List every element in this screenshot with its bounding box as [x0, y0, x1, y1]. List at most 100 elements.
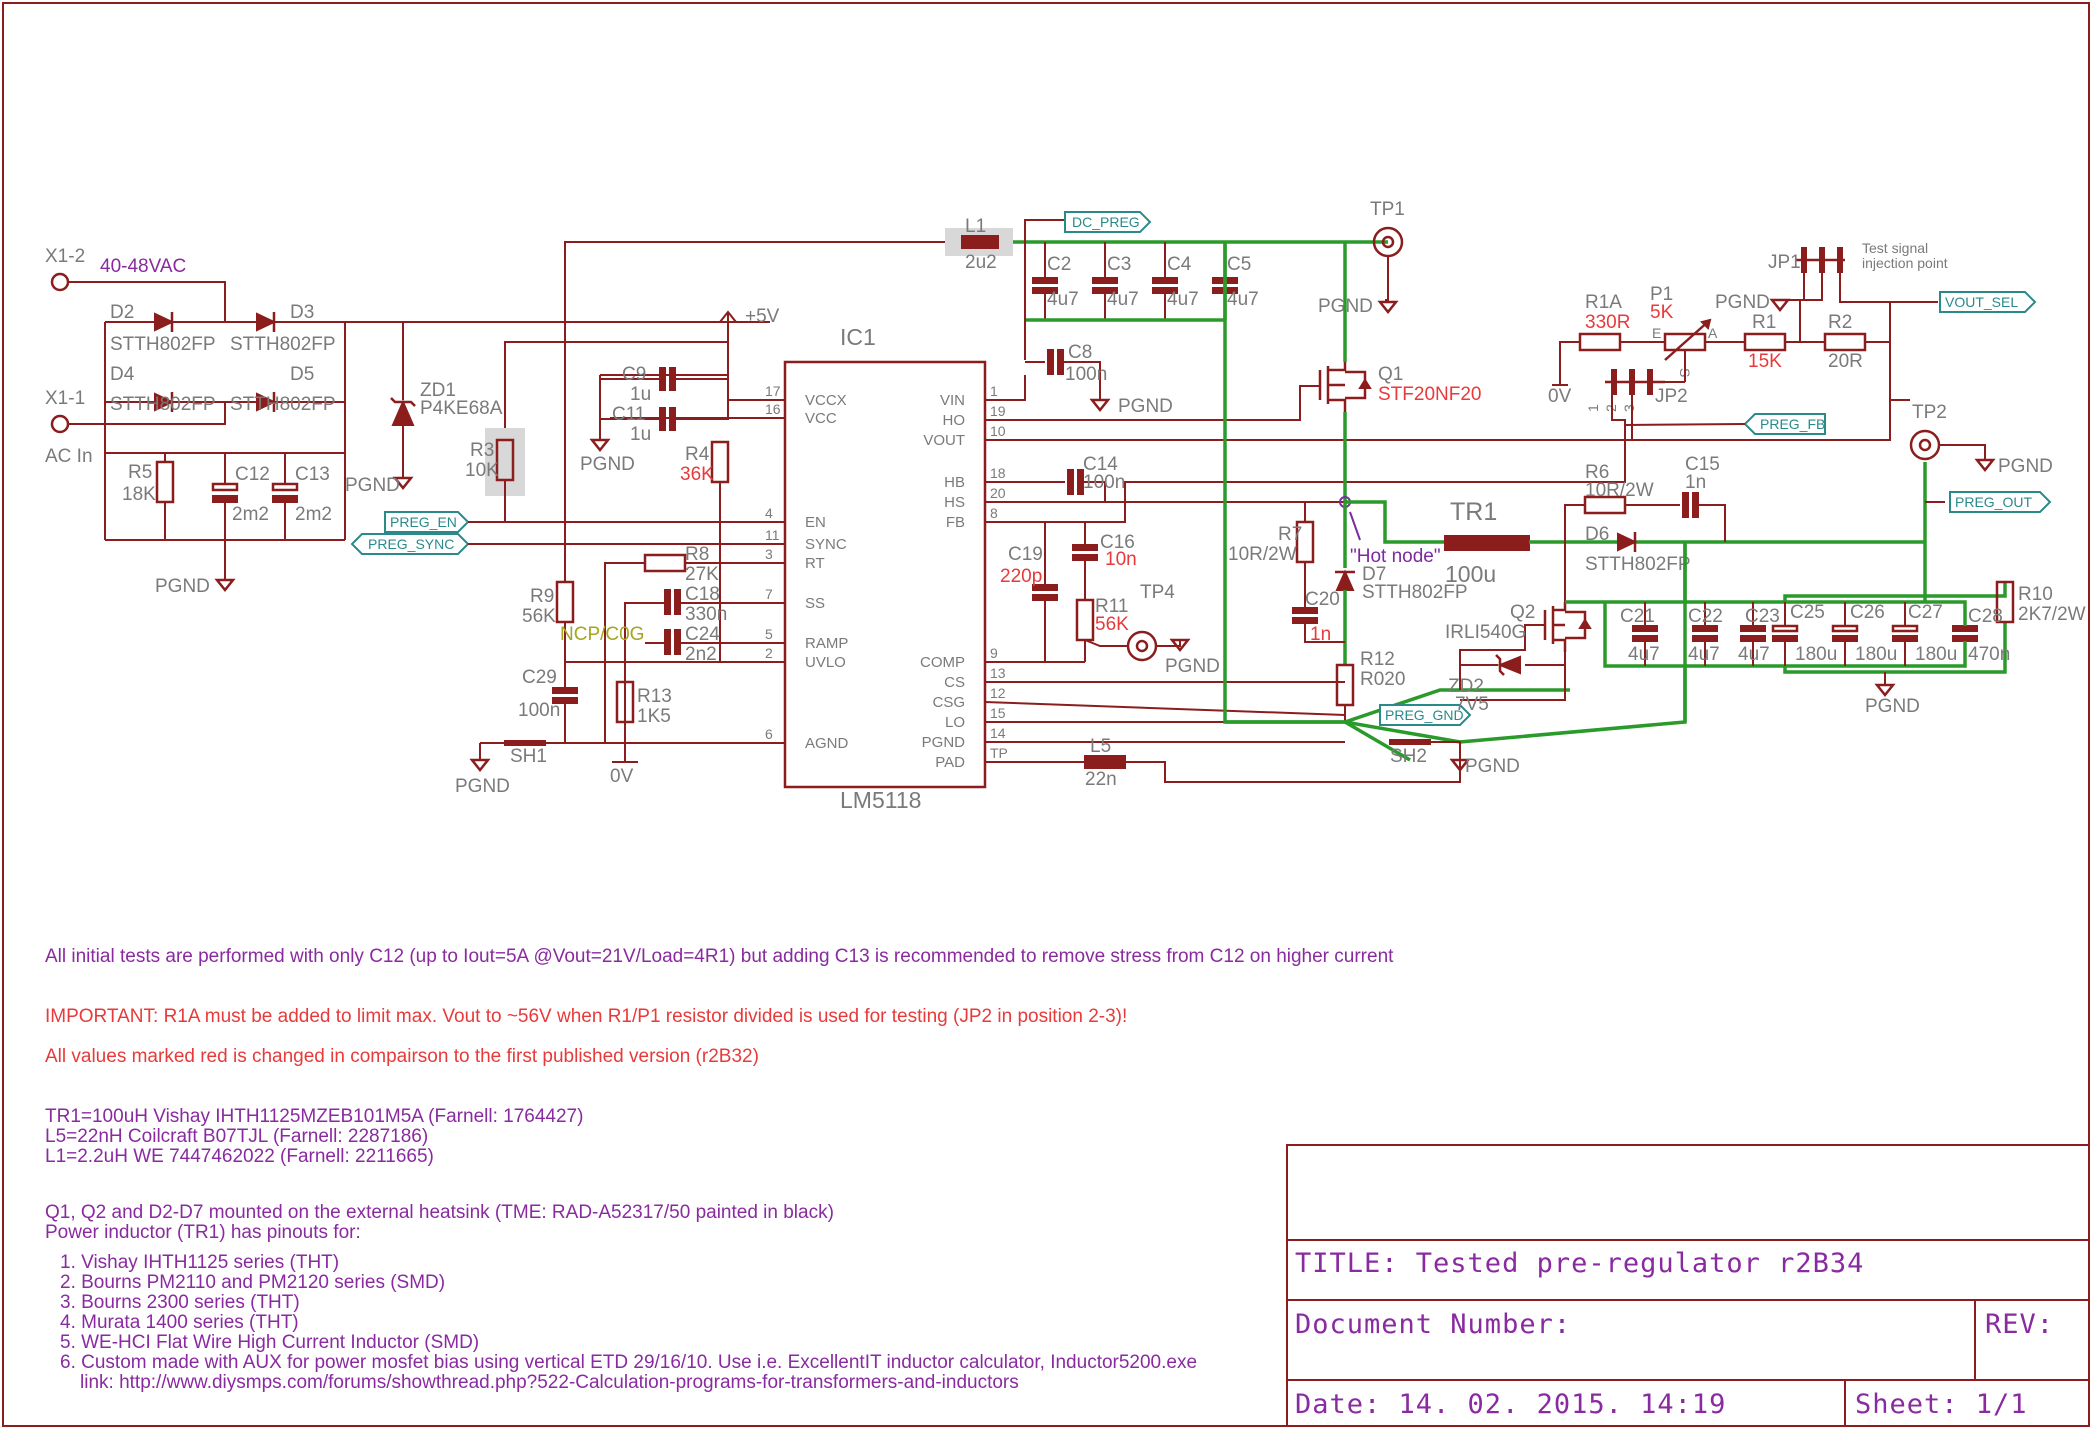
mosfet-q2[interactable]	[1543, 602, 1592, 652]
resistor-r5[interactable]	[155, 460, 175, 504]
r2-label: R2	[1828, 312, 1852, 333]
zener-zd1[interactable]	[390, 397, 416, 426]
dc-preg-port[interactable]: DC_PREG	[1072, 214, 1140, 230]
vout-sel-port[interactable]: VOUT_SEL	[1945, 294, 2018, 310]
ic1-pin-name: AGND	[805, 735, 849, 752]
d3-label: D3	[290, 302, 314, 323]
cap-c15[interactable]	[1682, 492, 1699, 518]
diode-d7[interactable]	[1335, 569, 1355, 591]
cap-c12[interactable]	[211, 482, 239, 503]
preg-en-port[interactable]: PREG_EN	[390, 514, 457, 530]
resistor-r1[interactable]	[1743, 332, 1787, 352]
inductor-tr1[interactable]	[1444, 535, 1530, 551]
c28-label: C28	[1968, 606, 2003, 627]
cap-c25[interactable]	[1771, 624, 1799, 642]
ic1-pin-name: CS	[944, 674, 965, 691]
l1-value: 2u2	[965, 252, 997, 273]
note-changed: All values marked red is changed in comp…	[45, 1046, 759, 1067]
ic1-left-pins: 17VCCX16VCC4EN11SYNC3RT7SS5RAMP2UVLO6AGN…	[765, 383, 849, 752]
diode-d2[interactable]	[154, 312, 175, 332]
resistor-r8[interactable]	[643, 553, 687, 573]
resistor-r11[interactable]	[1075, 598, 1095, 642]
x1-1-label: X1-1	[45, 388, 85, 409]
c4-value: 4u7	[1167, 289, 1199, 310]
r8-label: R8	[685, 544, 709, 565]
resistor-r4[interactable]	[710, 440, 730, 484]
ic1-pin-number: 10	[990, 423, 1006, 439]
x1-2-terminal[interactable]	[50, 272, 70, 292]
pgnd-label: PGND	[1465, 756, 1520, 777]
cap-c21[interactable]	[1632, 625, 1658, 642]
c21-value: 4u7	[1628, 644, 1660, 665]
diode-d5[interactable]	[256, 392, 277, 412]
r13-value: 1K5	[637, 706, 671, 727]
preg-out-port[interactable]: PREG_OUT	[1955, 494, 2032, 510]
preg-gnd-port[interactable]: PREG_GND	[1385, 707, 1464, 723]
cap-c24[interactable]	[664, 629, 681, 655]
x1-1-terminal[interactable]	[50, 414, 70, 434]
gate-drive-section: C8 100n PGND C14 100n C19 220p C16 10n R…	[984, 320, 1910, 790]
ic1-pin-name: VCCX	[805, 392, 847, 409]
diode-d4[interactable]	[154, 392, 175, 412]
pgnd-label: PGND	[580, 454, 635, 475]
resistor-r1a[interactable]	[1578, 332, 1622, 352]
preg-sync-port[interactable]: PREG_SYNC	[368, 536, 454, 552]
mosfet-q1[interactable]	[1318, 362, 1372, 412]
resistor-r2[interactable]	[1823, 332, 1867, 352]
resistor-r9[interactable]	[555, 580, 575, 624]
note-pinout-6: 6. Custom made with AUX for power mosfet…	[60, 1352, 1197, 1373]
ic1-right-pins: 1VIN19HO10VOUT18HB20HS8FB9COMP13CS12CSG1…	[920, 383, 1008, 771]
inductor-l5[interactable]	[1084, 755, 1126, 769]
x1-2-label: X1-2	[45, 246, 85, 267]
pgnd-label: PGND	[455, 776, 510, 797]
title-text: TITLE: Tested pre-regulator r2B34	[1295, 1248, 1864, 1279]
cap-c27[interactable]	[1891, 624, 1919, 642]
input-filter: L1 2u2 DC_PREG C2 4u7 C3 4u7 C4 4u7 C5 4…	[564, 199, 1405, 322]
inductor-l1[interactable]	[961, 235, 999, 249]
ic1-pin-number: 4	[765, 505, 773, 521]
note-l5: L5=22nH Coilcraft B07TJL (Farnell: 22871…	[45, 1126, 428, 1147]
ic1-pin-name: SS	[805, 595, 825, 612]
c12-value: 2m2	[232, 504, 269, 525]
resistor-r10[interactable]	[1995, 580, 2015, 624]
r9-value: 56K	[522, 606, 556, 627]
ic1-pin-number: 1	[990, 383, 998, 399]
q2-value: IRLI540G	[1445, 622, 1526, 643]
cap-c18[interactable]	[664, 589, 681, 615]
jp2-pin-3: 3	[1621, 404, 1637, 412]
cap-c23[interactable]	[1740, 625, 1766, 642]
c20-value: 1n	[1310, 624, 1331, 645]
zener-zd2[interactable]	[1495, 654, 1521, 676]
cap-c13[interactable]	[271, 482, 299, 503]
ic1-pin-name: PGND	[922, 734, 966, 751]
hot-node-label: "Hot node"	[1350, 546, 1441, 567]
ic1-pin-number: 15	[990, 705, 1006, 721]
c22-value: 4u7	[1688, 644, 1720, 665]
c4-label: C4	[1167, 254, 1192, 275]
resistor-r12[interactable]	[1335, 663, 1355, 707]
diode-d3[interactable]	[256, 312, 277, 332]
cap-c22[interactable]	[1692, 625, 1718, 642]
cap-c16[interactable]	[1072, 544, 1098, 561]
cap-c9[interactable]	[659, 367, 676, 391]
pot-e-label: E	[1652, 325, 1661, 341]
jumper-jp1[interactable]	[1795, 247, 1845, 273]
note-pinout-1: 1. Vishay IHTH1125 series (THT)	[60, 1252, 339, 1273]
cap-c20[interactable]	[1292, 607, 1318, 624]
cap-c14[interactable]	[1067, 469, 1084, 495]
sh2-label: SH2	[1390, 746, 1427, 767]
cap-c26[interactable]	[1831, 624, 1859, 642]
test-point-tp4[interactable]	[1126, 630, 1158, 662]
shunt-sh1[interactable]	[504, 740, 546, 746]
port-outline	[1939, 291, 2037, 313]
d7-value: STTH802FP	[1362, 582, 1468, 603]
zd2-label: ZD2	[1448, 676, 1484, 697]
test-point-tp2[interactable]	[1909, 429, 1941, 461]
cap-c19[interactable]	[1032, 584, 1058, 601]
diode-d6[interactable]	[1617, 532, 1638, 552]
cap-c28[interactable]	[1952, 625, 1978, 642]
cap-c8[interactable]	[1047, 349, 1064, 375]
ic1-lm5118[interactable]: IC1 LM5118	[783, 324, 987, 813]
preg-fb-port[interactable]: PREG_FB	[1760, 416, 1825, 432]
shunt-sh2[interactable]	[1389, 739, 1431, 745]
